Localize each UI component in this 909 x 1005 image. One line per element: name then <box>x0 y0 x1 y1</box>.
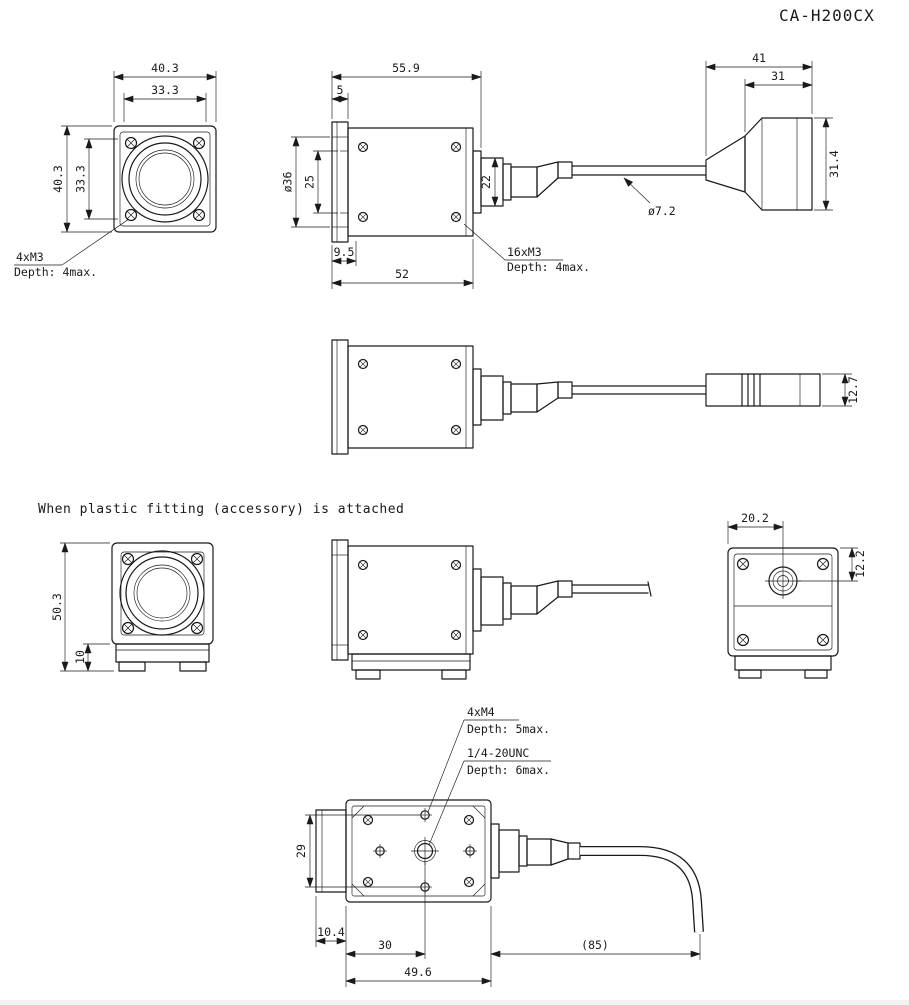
dim-top-connector-height: 12.7 <box>846 376 860 404</box>
accessory-note: When plastic fitting (accessory) is atta… <box>38 502 404 517</box>
top-view <box>331 339 821 455</box>
screw-icon <box>124 208 138 222</box>
label-m4-depth: Depth: 5max. <box>467 722 550 736</box>
fitted-rear-view <box>727 547 839 679</box>
dim-front-inner-height: 33.3 <box>74 165 88 193</box>
dim-connector-body: 31 <box>771 69 785 83</box>
label-front-screws: 4xM3 <box>16 250 44 264</box>
drawing-title: CA-H200CX <box>779 6 875 25</box>
bottom-view <box>315 799 704 933</box>
dim-side-mount-height: 25 <box>303 175 317 189</box>
label-front-screws-depth: Depth: 4max. <box>14 265 97 279</box>
fitted-rear-dimensions: 20.2 12.2 <box>727 511 867 582</box>
side-lens-bezel <box>331 121 349 243</box>
dim-rear-connector-offset: 12.2 <box>853 550 867 578</box>
screw-icon <box>192 136 206 150</box>
screw-icon <box>362 876 374 888</box>
plastic-fitting <box>115 643 210 663</box>
fitted-front-dimensions: 50.3 10 <box>50 542 114 672</box>
plastic-fitting <box>734 655 832 671</box>
screw-icon <box>362 814 374 826</box>
fitted-side-view <box>331 539 652 680</box>
screw-icon <box>450 141 462 153</box>
dim-bottom-body-length: 49.6 <box>404 965 432 979</box>
front-view-dimensions: 40.3 33.3 40.3 33.3 4xM3 Depth: 4max. <box>14 61 217 279</box>
dim-fitted-height: 50.3 <box>50 593 64 621</box>
plastic-fitting <box>351 653 471 671</box>
connector-view-dimensions: 41 31 31.4 <box>705 51 841 211</box>
dim-side-front-width: 5 <box>337 83 344 97</box>
dim-connector-height: 31.4 <box>827 150 841 178</box>
bottom-view-dimensions: 4xM4 Depth: 5max. 1/4-20UNC Depth: 6max.… <box>294 705 701 987</box>
dim-rear-width: 20.2 <box>741 511 769 525</box>
screw-icon <box>736 633 750 647</box>
dim-front-outer-width: 40.3 <box>151 61 179 75</box>
label-side-screws-depth: Depth: 4max. <box>507 260 590 274</box>
screw-icon <box>121 621 135 635</box>
front-view <box>113 125 217 233</box>
screw-icon <box>736 557 750 571</box>
m4-hole <box>372 843 388 859</box>
lens-ring <box>119 550 205 636</box>
screw-icon <box>450 424 462 436</box>
dim-side-overall: 55.9 <box>392 61 420 75</box>
side-view <box>331 121 707 243</box>
screw-icon <box>357 559 369 571</box>
label-side-screws: 16xM3 <box>507 245 542 259</box>
front-body-outline <box>113 125 217 233</box>
side-view-dimensions: 55.9 5 ø36 25 22 9.5 52 16xM3 Depth: 4ma… <box>281 61 676 289</box>
connector-body <box>744 117 813 211</box>
screw-icon <box>357 424 369 436</box>
dim-cable-diameter: ø7.2 <box>648 204 676 218</box>
dim-front-outer-height: 40.3 <box>51 165 65 193</box>
screw-icon <box>121 552 135 566</box>
screw-icon <box>357 629 369 641</box>
screw-icon <box>463 876 475 888</box>
screw-icon <box>190 621 204 635</box>
screw-icon <box>192 208 206 222</box>
screw-icon <box>450 559 462 571</box>
top-view-dimensions: 12.7 <box>822 373 860 407</box>
label-unc-hole: 1/4-20UNC <box>467 746 529 760</box>
screw-icon <box>463 814 475 826</box>
connector-boot <box>705 135 746 193</box>
dim-bottom-hole-spacing: 29 <box>294 844 308 858</box>
dim-connector-overall: 41 <box>752 51 766 65</box>
screw-icon <box>357 358 369 370</box>
label-m4-holes: 4xM4 <box>467 705 495 719</box>
screw-icon <box>357 211 369 223</box>
label-unc-depth: Depth: 6max. <box>467 763 550 777</box>
screw-icon <box>190 552 204 566</box>
screw-icon <box>816 633 830 647</box>
dim-fitting-height: 10 <box>73 650 87 664</box>
screw-icon <box>450 211 462 223</box>
top-lens-bezel <box>331 339 349 455</box>
m4-hole <box>462 843 478 859</box>
screw-icon <box>124 136 138 150</box>
screw-icon <box>816 557 830 571</box>
bottom-lens-protrusion <box>315 809 347 893</box>
dim-side-body-length: 52 <box>395 267 409 281</box>
fitted-front-view <box>111 542 214 672</box>
screw-icon <box>357 141 369 153</box>
screw-icon <box>450 629 462 641</box>
top-connector-body <box>705 373 821 407</box>
dim-bottom-front-offset: 10.4 <box>317 925 345 939</box>
lens-ring <box>121 135 209 223</box>
dim-front-inner-width: 33.3 <box>151 83 179 97</box>
m4-hole <box>417 807 433 823</box>
dim-side-offset: 9.5 <box>334 245 355 259</box>
dim-side-connector-height: 22 <box>479 175 493 189</box>
connector-view <box>705 117 813 211</box>
screw-icon <box>450 358 462 370</box>
dim-bottom-cable-length: (85) <box>581 938 609 952</box>
dim-bottom-center-offset: 30 <box>378 938 392 952</box>
dim-side-lens-diameter: ø36 <box>281 172 295 193</box>
